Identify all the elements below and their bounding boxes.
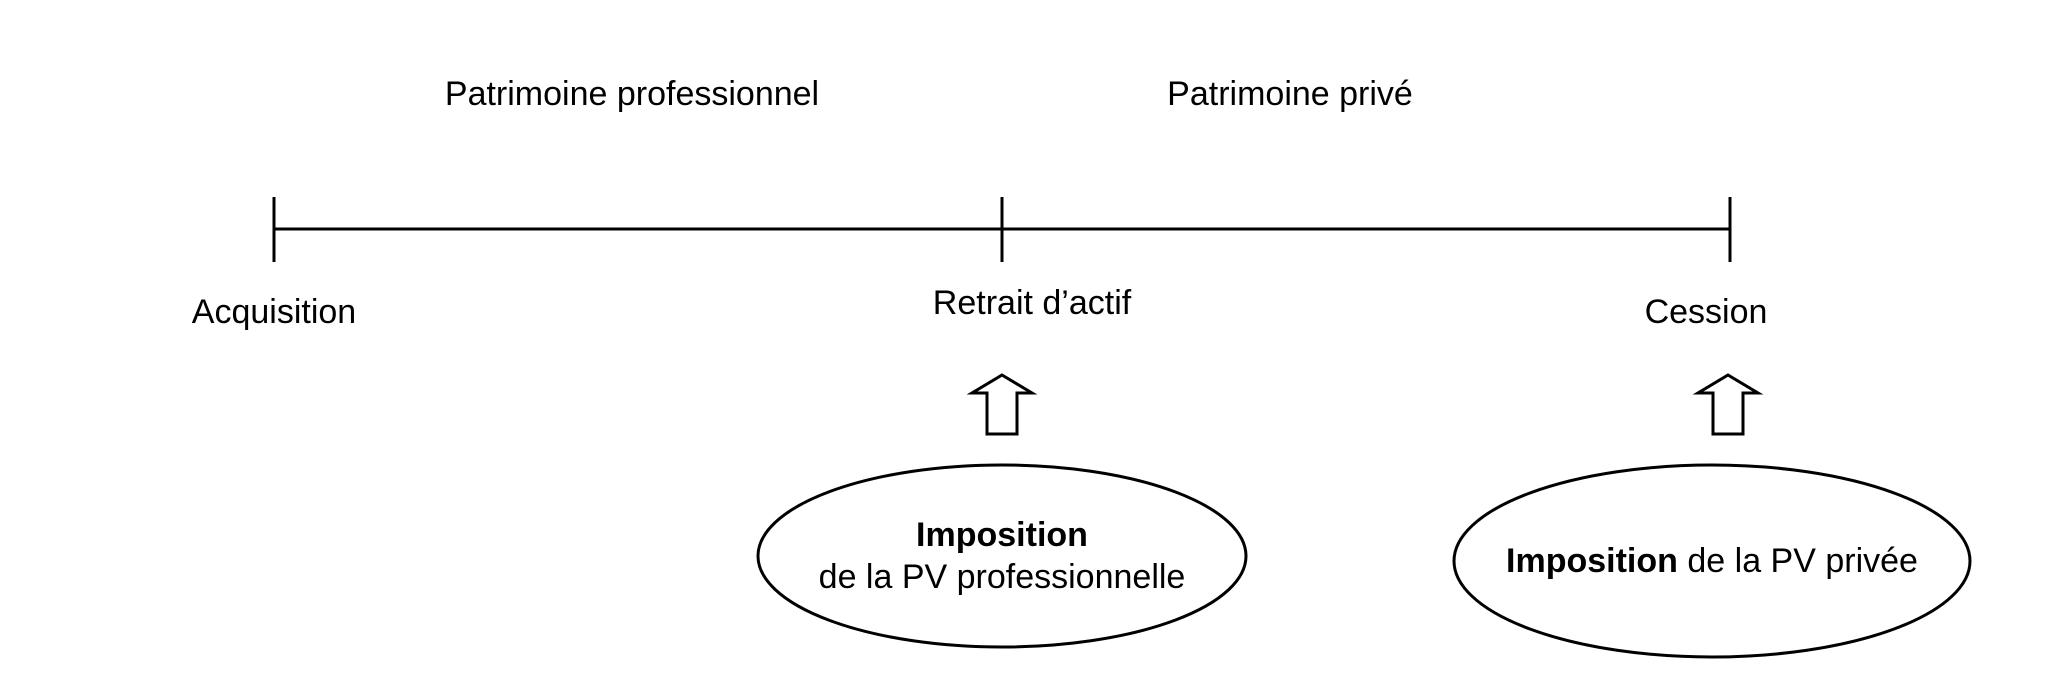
outcome-private-rest: de la PV privée [1677,542,1918,580]
event-acquisition-label: Acquisition [191,293,357,331]
outcome-private-bold: Imposition [1506,542,1678,580]
arrow-up-icon-sale [1692,373,1764,436]
outcome-private: Imposition de la PV privée [1506,540,1918,582]
outcome-professional-rest: de la PV professionnelle [818,558,1186,596]
outcome-professional-bold: Imposition [916,516,1088,554]
event-withdrawal-label: Retrait d’actif [932,284,1132,322]
outcome-professional: Imposition de la PV professionnelle [819,514,1186,598]
region-professional-heading: Patrimoine professionnel [444,75,820,113]
event-sale-label: Cession [1644,293,1768,331]
region-private-heading: Patrimoine privé [1167,75,1413,113]
arrow-up-icon-withdrawal [966,373,1038,436]
ellipse-private [1452,463,1972,659]
ellipse-professional [756,463,1248,649]
